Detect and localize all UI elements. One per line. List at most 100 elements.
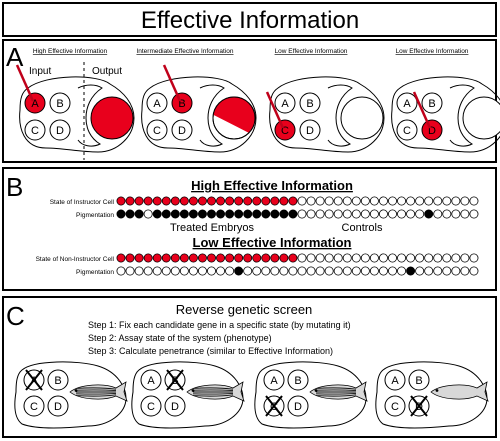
panel-a-letter: A bbox=[6, 42, 24, 72]
bead bbox=[116, 209, 126, 219]
input-cell-b bbox=[171, 92, 193, 114]
bead bbox=[406, 266, 416, 276]
bead bbox=[161, 253, 171, 263]
output-label: Output bbox=[92, 66, 122, 77]
bead bbox=[225, 209, 235, 219]
bead bbox=[460, 253, 470, 263]
network-contour bbox=[14, 361, 127, 429]
bead bbox=[261, 196, 271, 206]
bead bbox=[125, 196, 135, 206]
bead bbox=[442, 209, 452, 219]
bead bbox=[433, 266, 443, 276]
input-cell-a bbox=[396, 92, 418, 114]
bead-row-noninstructor-pigment bbox=[116, 266, 479, 276]
bead bbox=[197, 209, 207, 219]
input-cell-label: D bbox=[306, 125, 314, 137]
bead bbox=[378, 253, 388, 263]
row-label-instructor-pigment: Pigmentation bbox=[76, 212, 114, 219]
bead bbox=[261, 266, 271, 276]
bead bbox=[288, 209, 298, 219]
bead bbox=[469, 253, 479, 263]
bead bbox=[415, 196, 425, 206]
bead bbox=[360, 196, 370, 206]
bead bbox=[451, 196, 461, 206]
cell-a bbox=[140, 369, 162, 391]
cell-c bbox=[23, 395, 45, 417]
cell-label: C bbox=[147, 401, 155, 413]
bead bbox=[306, 209, 316, 219]
knockout-x-icon bbox=[25, 369, 43, 391]
panel-b-letter: B bbox=[6, 172, 23, 202]
bead bbox=[442, 196, 452, 206]
input-cell-b bbox=[421, 92, 443, 114]
cell-label: D bbox=[54, 401, 62, 413]
panel-a-heading-1: High Effective Information bbox=[33, 48, 108, 55]
bead bbox=[116, 253, 126, 263]
bead bbox=[297, 209, 307, 219]
output-node bbox=[462, 96, 500, 140]
input-cell-label: C bbox=[281, 125, 289, 137]
pointer-line bbox=[265, 91, 285, 129]
bead bbox=[234, 266, 244, 276]
bead bbox=[152, 266, 162, 276]
group-label-controls: Controls bbox=[342, 222, 383, 234]
bead bbox=[333, 253, 343, 263]
cell-label: D bbox=[171, 401, 179, 413]
row-label-noninstructor-state: State of Non-Instructor Cell bbox=[36, 256, 115, 263]
panel-a-heading-3: Low Effective Information bbox=[275, 48, 348, 55]
title-frame bbox=[2, 2, 497, 37]
bead bbox=[469, 196, 479, 206]
bead bbox=[360, 266, 370, 276]
bead bbox=[179, 209, 189, 219]
cell-d bbox=[287, 395, 309, 417]
bead bbox=[442, 253, 452, 263]
panel-b-heading-high: High Effective Information bbox=[191, 178, 353, 193]
bead bbox=[216, 253, 226, 263]
bead bbox=[315, 253, 325, 263]
bead bbox=[451, 253, 461, 263]
bead bbox=[369, 253, 379, 263]
input-cell-label: A bbox=[403, 98, 411, 110]
bead bbox=[252, 209, 262, 219]
bead bbox=[143, 196, 153, 206]
bead bbox=[324, 209, 334, 219]
bead bbox=[125, 266, 135, 276]
input-cell-c bbox=[24, 119, 46, 141]
bead bbox=[270, 266, 280, 276]
bead bbox=[424, 196, 434, 206]
network-contour bbox=[375, 361, 488, 429]
bead bbox=[134, 253, 144, 263]
bead bbox=[206, 253, 216, 263]
bead bbox=[433, 209, 443, 219]
knockout-x-icon bbox=[166, 369, 184, 391]
bead bbox=[378, 209, 388, 219]
bead bbox=[351, 196, 361, 206]
bead bbox=[288, 266, 298, 276]
bead bbox=[143, 253, 153, 263]
input-cell-label: C bbox=[403, 125, 411, 137]
network-contour-inner bbox=[199, 84, 225, 147]
panel-c: C Reverse genetic screen Step 1: Fix eac… bbox=[2, 296, 497, 438]
bead bbox=[143, 266, 153, 276]
bead bbox=[351, 266, 361, 276]
title-bar: Effective Information bbox=[2, 2, 497, 37]
output-partial-fill bbox=[213, 97, 255, 133]
bead-rows bbox=[116, 196, 479, 276]
bead bbox=[170, 266, 180, 276]
input-cell-d bbox=[299, 119, 321, 141]
cell-c bbox=[140, 395, 162, 417]
input-cell-d bbox=[49, 119, 71, 141]
bead bbox=[406, 209, 416, 219]
bead bbox=[387, 266, 397, 276]
panel-c-heading: Reverse genetic screen bbox=[176, 302, 313, 317]
step-1: Step 1: Fix each candidate gene in a spe… bbox=[88, 320, 351, 330]
bead bbox=[243, 196, 253, 206]
bead bbox=[424, 266, 434, 276]
input-cell-label: B bbox=[306, 98, 313, 110]
bead bbox=[433, 196, 443, 206]
bead bbox=[152, 253, 162, 263]
bead bbox=[387, 209, 397, 219]
